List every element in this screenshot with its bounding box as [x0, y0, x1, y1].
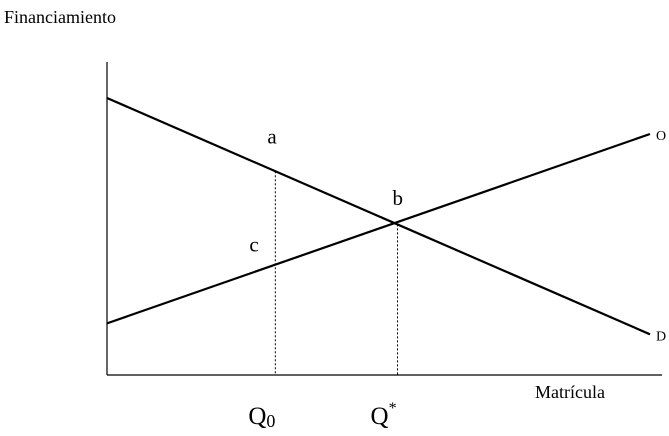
marker-label-0: Q0 [248, 403, 275, 431]
marker-label-main: Q [371, 403, 389, 430]
series-lines [106, 96, 651, 336]
guide-lines [274, 171, 399, 375]
series-label-D: D [656, 329, 666, 344]
x-axis-label: Matrícula [535, 382, 605, 402]
marker-label-superscript: * [389, 400, 397, 417]
point-label-a: a [267, 125, 277, 149]
series-line-O [106, 132, 651, 325]
series-labels: DO [656, 129, 666, 344]
marker-label-1: Q* [371, 400, 397, 430]
series-line-D [106, 96, 651, 336]
point-label-c: c [249, 232, 258, 256]
point-labels: a b c [249, 125, 403, 257]
marker-label-main: Q [248, 403, 266, 430]
point-label-b: b [393, 186, 404, 210]
series-label-O: O [656, 129, 666, 144]
y-axis-label: Financiamiento [4, 7, 116, 27]
marker-label-subscript: 0 [266, 411, 275, 431]
